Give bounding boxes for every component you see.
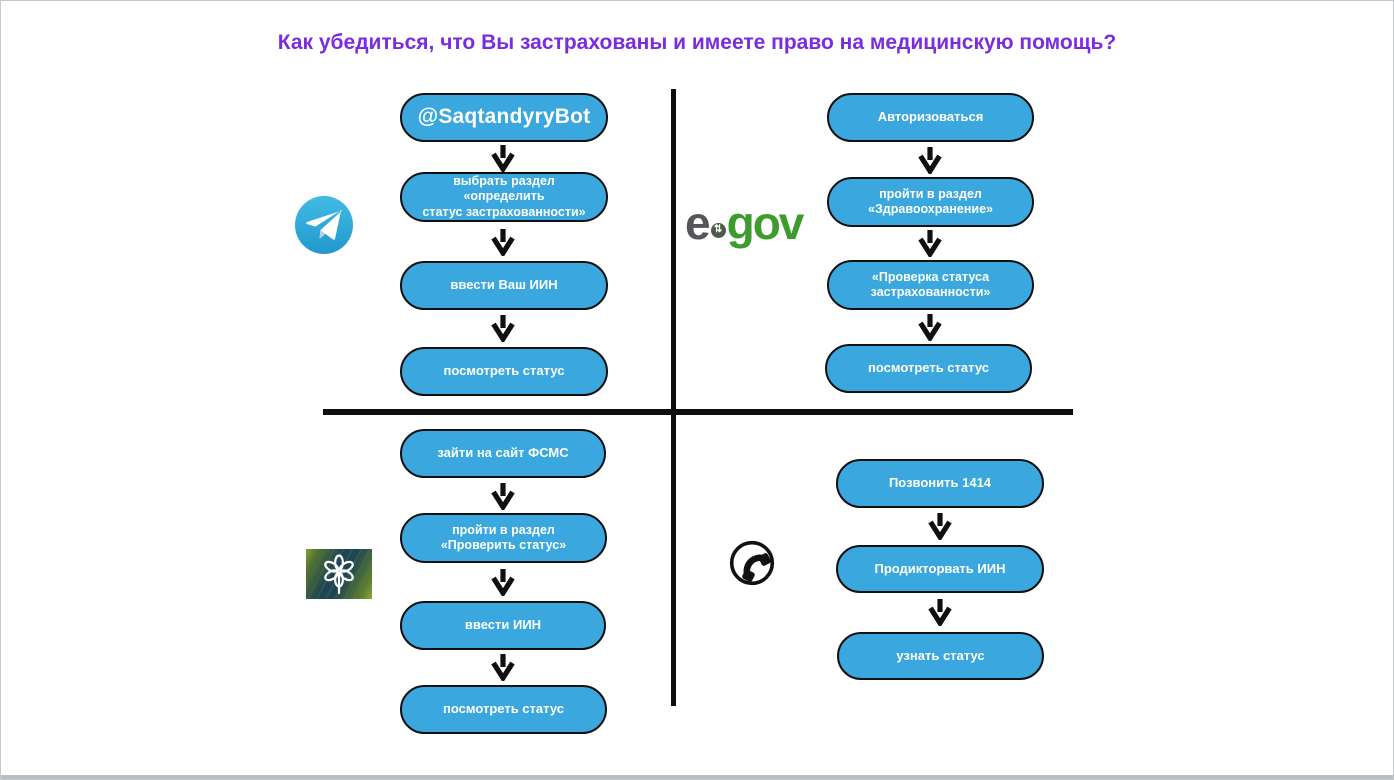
telegram-step-choose-section: выбрать раздел «определить статус застра…: [400, 172, 608, 222]
egov-step-check-status: «Проверка статуса застрахованности»: [827, 260, 1034, 310]
horizontal-divider-line: [323, 409, 1073, 415]
flow-arrow-down: [927, 599, 953, 626]
flow-arrow-down: [917, 147, 943, 174]
egov-step-healthcare-section: пройти в раздел «Здравоохранение»: [827, 177, 1034, 227]
flow-arrow-down: [917, 314, 943, 341]
egov-logo-dot-icon: ⇅: [710, 222, 726, 238]
call-step-dictate-iin: Продикторвать ИИН: [836, 545, 1044, 593]
egov-step-view-status: посмотреть статус: [825, 344, 1032, 393]
vertical-divider-line: [671, 89, 676, 706]
flow-arrow-down: [490, 145, 516, 172]
egov-logo-e: e: [685, 197, 711, 249]
fsms-step-visit-site: зайти на сайт ФСМС: [400, 429, 606, 478]
fsms-step-view-status: посмотреть статус: [400, 685, 607, 734]
flow-arrow-down: [927, 513, 953, 540]
fsms-step-check-section: пройти в раздел «Проверить статус»: [400, 513, 607, 563]
flow-arrow-down: [917, 230, 943, 257]
telegram-step-enter-iin: ввести Ваш ИИН: [400, 261, 608, 310]
flow-arrow-down: [490, 229, 516, 256]
egov-logo: e ⇅ gov: [685, 197, 805, 249]
fsms-snowflake-icon: [324, 554, 354, 595]
telegram-step-bot-name: @SaqtandyryBot: [400, 93, 608, 142]
bottom-border-band: [1, 775, 1393, 779]
flow-arrow-down: [490, 483, 516, 510]
fsms-logo: [306, 549, 372, 599]
call-step-dial-1414: Позвонить 1414: [836, 459, 1044, 508]
egov-step-authorize: Авторизоваться: [827, 93, 1034, 142]
flow-arrow-down: [490, 654, 516, 681]
telegram-icon: [294, 195, 354, 255]
flow-arrow-down: [490, 569, 516, 596]
flow-arrow-down: [490, 315, 516, 342]
call-step-learn-status: узнать статус: [837, 632, 1044, 680]
fsms-step-enter-iin: ввести ИИН: [400, 601, 606, 650]
egov-logo-gov: gov: [726, 197, 805, 249]
phone-icon: [728, 539, 776, 587]
telegram-step-view-status: посмотреть статус: [400, 347, 608, 396]
page-title: Как убедиться, что Вы застрахованы и име…: [277, 31, 1117, 54]
